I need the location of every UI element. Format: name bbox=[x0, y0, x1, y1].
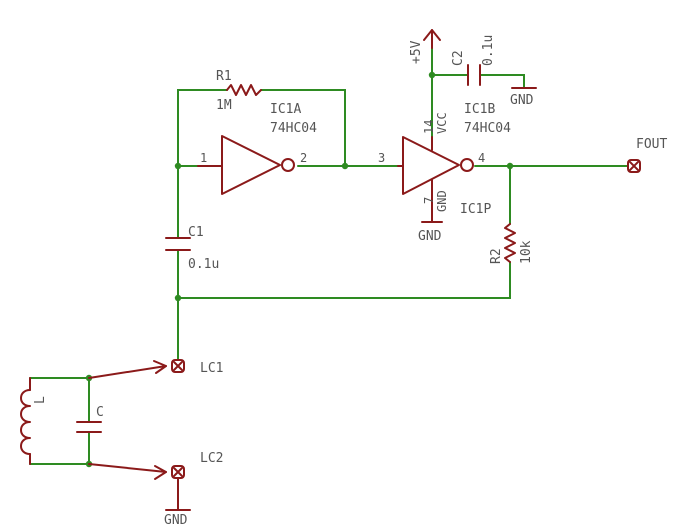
r1-name: R1 bbox=[216, 69, 232, 84]
r2-value: 10k bbox=[519, 240, 534, 264]
inverter-ic1b: IC1B 74HC04 3 4 14 VCC 7 GND GND IC1P bbox=[378, 102, 511, 244]
capacitor-c: C bbox=[76, 405, 104, 433]
tank-capacitor-label: C bbox=[96, 405, 104, 420]
ic1a-value: 74HC04 bbox=[270, 121, 317, 136]
inverter-ic1a: IC1A 74HC04 1 2 bbox=[197, 102, 317, 195]
ic1b-gnd-label: GND bbox=[435, 190, 449, 212]
connector-lc2: LC2 GND bbox=[164, 451, 223, 528]
resistor-r2: R2 10k bbox=[489, 223, 534, 264]
inductor-l: L bbox=[20, 377, 48, 465]
connector-lc1: LC1 bbox=[171, 359, 223, 376]
ic1b-ground-label: GND bbox=[418, 229, 442, 244]
capacitor-c1: C1 0.1u bbox=[165, 225, 219, 272]
ic1b-pin-gnd: 7 bbox=[422, 197, 436, 204]
lc1-label: LC1 bbox=[200, 361, 223, 376]
supply-label: +5V bbox=[409, 40, 424, 64]
ic1a-pin-in: 1 bbox=[200, 151, 207, 165]
ic1b-pin-out: 4 bbox=[478, 151, 485, 165]
r2-name: R2 bbox=[489, 248, 504, 264]
c2-value: 0.1u bbox=[481, 35, 496, 66]
wires bbox=[29, 47, 629, 465]
ic1b-name: IC1B bbox=[464, 102, 495, 117]
lc2-label: LC2 bbox=[200, 451, 223, 466]
lc2-ground-label: GND bbox=[164, 513, 188, 528]
ic1b-pin-in: 3 bbox=[378, 151, 385, 165]
ic1b-value: 74HC04 bbox=[464, 121, 511, 136]
ic1b-vcc-label: VCC bbox=[435, 112, 449, 134]
ic1a-pin-out: 2 bbox=[300, 151, 307, 165]
ic1p-name: IC1P bbox=[460, 202, 491, 217]
ic1b-pin-vcc: 14 bbox=[422, 120, 436, 134]
c2-ground-label: GND bbox=[510, 93, 534, 108]
fout-label: FOUT bbox=[636, 137, 667, 152]
inductor-label: L bbox=[33, 396, 48, 404]
c2-name: C2 bbox=[451, 50, 466, 66]
connector-fout: FOUT bbox=[627, 137, 667, 173]
tank-arrows bbox=[88, 360, 167, 480]
c1-value: 0.1u bbox=[188, 257, 219, 272]
c1-name: C1 bbox=[188, 225, 204, 240]
capacitor-c2: C2 0.1u GND bbox=[451, 35, 537, 108]
supply-5v: +5V bbox=[409, 29, 441, 64]
ic1a-name: IC1A bbox=[270, 102, 301, 117]
r1-value: 1M bbox=[216, 98, 232, 113]
resistor-r1: R1 1M bbox=[216, 69, 262, 113]
